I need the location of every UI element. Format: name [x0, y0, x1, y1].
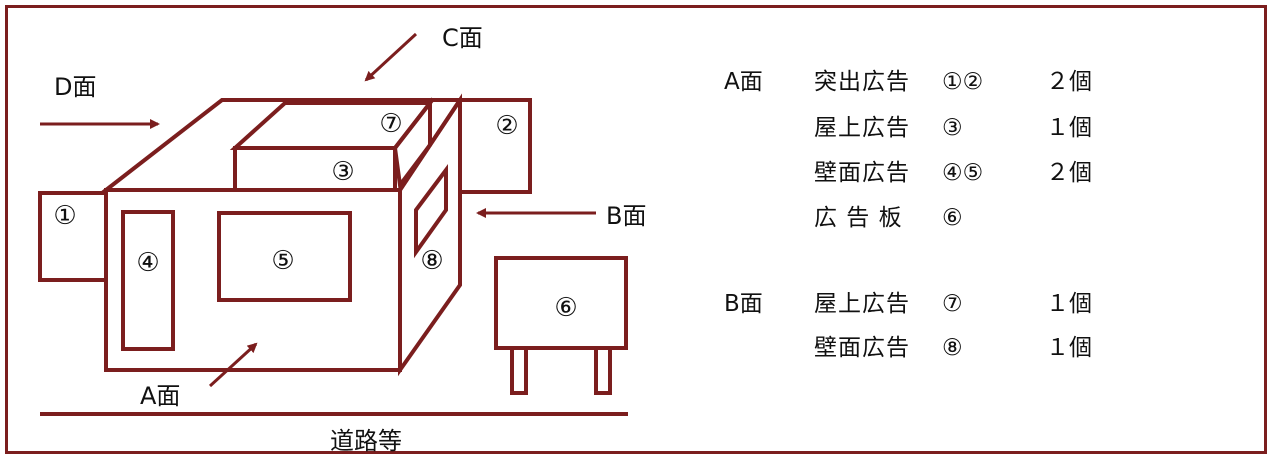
sign-numbers: ⑧ — [942, 335, 963, 361]
rooftop-sign-7 — [392, 97, 432, 191]
sign-numbers: ③ — [942, 115, 963, 141]
label-a-face: A面 — [140, 382, 180, 410]
label-c-face: C面 — [442, 24, 483, 52]
sign-count: １個 — [1046, 291, 1092, 317]
sign-kind: 壁面広告 — [814, 335, 910, 361]
sign-numbers: ①② — [942, 69, 984, 95]
sign-count: １個 — [1046, 335, 1092, 361]
projecting-sign-2 — [458, 98, 532, 194]
sign-kind: 屋上広告 — [814, 291, 910, 317]
sign-kind: 広 告 板 — [814, 205, 903, 231]
building-front-face — [104, 188, 402, 372]
sign-numbers: ④⑤ — [942, 160, 984, 186]
diagram-frame — [5, 5, 1267, 454]
marker-7: ⑦ — [379, 109, 402, 139]
sign-count: ２個 — [1046, 160, 1092, 186]
projecting-sign-1 — [38, 191, 108, 282]
sign-kind: 壁面広告 — [814, 160, 910, 186]
sign-kind: 突出広告 — [814, 69, 910, 95]
sign-numbers: ⑦ — [942, 291, 963, 317]
wall-sign-8 — [414, 164, 448, 259]
billboard-6 — [494, 256, 628, 350]
label-b-face: B面 — [606, 202, 646, 230]
marker-1: ① — [53, 201, 76, 231]
wall-sign-4 — [121, 210, 175, 351]
sign-numbers: ⑥ — [942, 205, 963, 231]
marker-2: ② — [495, 111, 518, 141]
marker-5: ⑤ — [271, 246, 294, 276]
label-d-face: D面 — [54, 73, 96, 101]
arrow-a-face — [208, 342, 258, 388]
group-face-b: B面 — [724, 291, 763, 317]
marker-3: ③ — [331, 157, 354, 187]
building-side-face — [398, 93, 462, 377]
billboard-leg-left — [510, 346, 528, 395]
sign-count: １個 — [1046, 115, 1092, 141]
billboard-leg-right — [594, 346, 612, 395]
road-label: 道路等 — [330, 427, 402, 455]
sign-list: A面 突出広告 ①② ２個 屋上広告 ③ １個 壁面広告 ④⑤ ２個 広 告 板… — [724, 67, 1244, 397]
wall-sign-5 — [217, 211, 352, 302]
marker-6: ⑥ — [554, 293, 577, 323]
arrow-c-face — [364, 32, 418, 82]
rooftop-sign-3 — [233, 146, 397, 192]
marker-8: ⑧ — [420, 246, 443, 276]
marker-4: ④ — [136, 248, 159, 278]
group-face-a: A面 — [724, 69, 763, 95]
sign-count: ２個 — [1046, 69, 1092, 95]
sign-kind: 屋上広告 — [814, 115, 910, 141]
